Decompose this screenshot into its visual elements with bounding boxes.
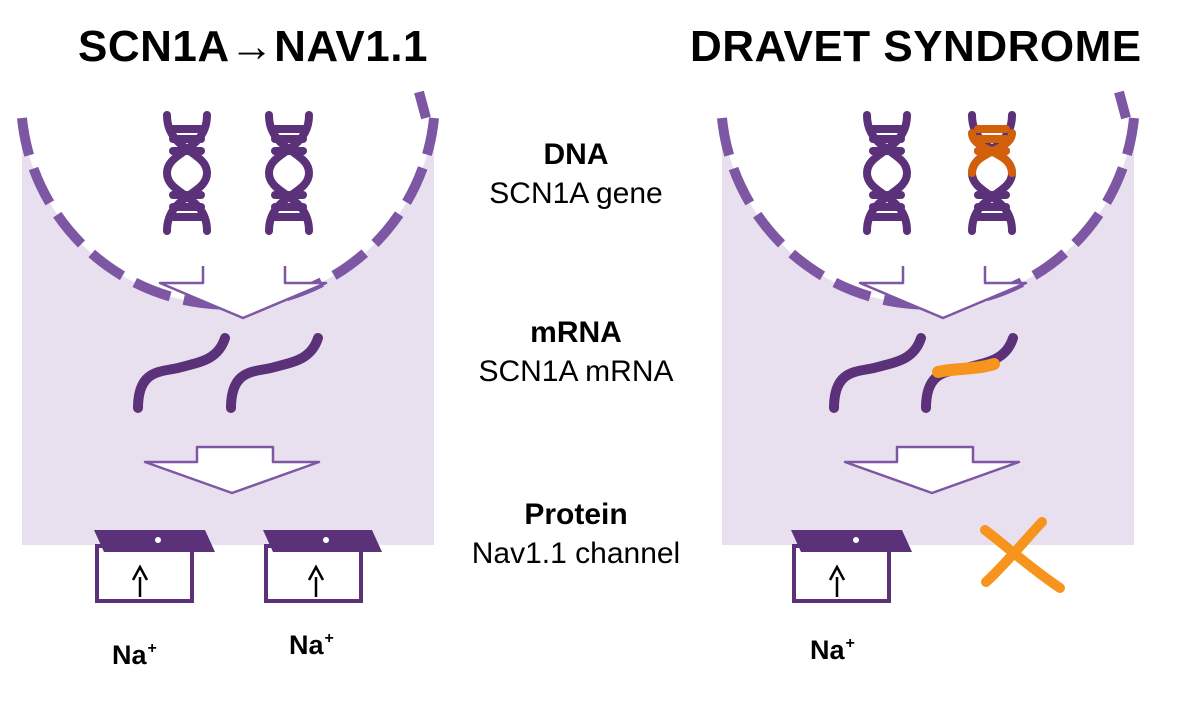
mutation-segment [932, 358, 1000, 378]
mrna-strand-icon [226, 333, 323, 413]
dna-helix-icon [269, 115, 309, 231]
ion-symbol: Na [289, 630, 324, 660]
stage-subtitle: SCN1A mRNA [478, 355, 674, 388]
cell-nucleus-region [722, 118, 1134, 545]
sodium-ion-label: Na+ [112, 640, 157, 671]
stage-dna: DNA SCN1A gene [436, 136, 716, 214]
right-panel [717, 90, 1139, 603]
membrane-right-tip [1114, 90, 1131, 120]
mrna-strand-icon [829, 333, 926, 413]
stage-mrna: mRNA SCN1A mRNA [436, 314, 716, 392]
left-panel-title: SCN1A→NAV1.1 [78, 22, 428, 71]
cell-nucleus-region [22, 118, 434, 545]
stage-heading: Protein [524, 498, 628, 531]
down-arrow-icon [158, 266, 328, 320]
ion-symbol: Na [112, 640, 147, 670]
ion-symbol: Na [810, 635, 845, 665]
stage-subtitle: SCN1A gene [489, 177, 663, 210]
cross-icon [980, 517, 1065, 593]
down-arrow-icon [143, 445, 321, 495]
ion-channel-icon [94, 530, 215, 603]
ion-channel-icon [791, 530, 912, 603]
sodium-ion-label: Na+ [289, 630, 334, 661]
stage-subtitle: Nav1.1 channel [471, 537, 681, 570]
right-panel-title: DRAVET SYNDROME [690, 22, 1142, 71]
down-arrow-icon [858, 266, 1028, 320]
mrna-strand-icon [133, 333, 230, 413]
stage-heading: mRNA [530, 316, 622, 349]
ion-charge: + [147, 640, 157, 657]
ion-channel-icon [263, 530, 382, 603]
sodium-ion-label: Na+ [810, 635, 855, 666]
dna-helix-icon [867, 115, 907, 231]
down-arrow-icon [843, 445, 1021, 495]
membrane-right-tip [414, 90, 431, 120]
mutated-dna-helix-icon [968, 115, 1016, 231]
stage-heading: DNA [543, 138, 609, 171]
left-panel [17, 90, 439, 603]
ion-charge: + [324, 630, 334, 647]
dna-helix-icon [167, 115, 207, 231]
ion-charge: + [845, 635, 855, 652]
stage-protein: Protein Nav1.1 channel [436, 496, 716, 574]
